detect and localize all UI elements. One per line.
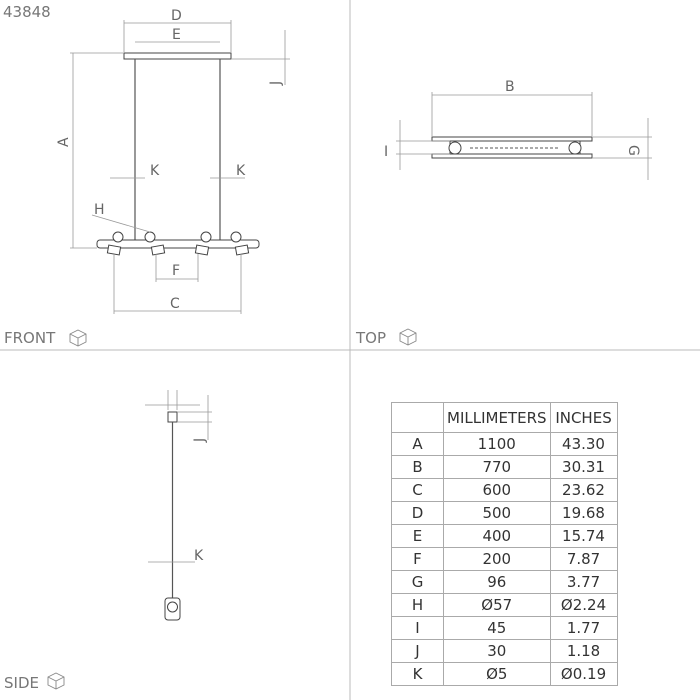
dim-label-I: I [384, 144, 388, 160]
dim-label-K-right: K [236, 163, 246, 179]
dim-label-K-left: K [150, 163, 160, 179]
row-key: K [391, 662, 444, 686]
side-view: J K [145, 390, 212, 621]
row-mm: 770 [443, 455, 551, 479]
top-view: B I G [384, 79, 652, 180]
row-mm: Ø57 [443, 593, 551, 617]
header-millimeters: MILLIMETERS [443, 402, 551, 433]
light-bar [96, 239, 260, 249]
dim-label-B: B [505, 79, 515, 95]
row-in: 1.77 [549, 616, 618, 640]
row-in: 43.30 [549, 432, 618, 456]
row-mm: 45 [443, 616, 551, 640]
row-in: Ø2.24 [549, 593, 618, 617]
row-key: C [391, 478, 444, 502]
view-label-front: FRONT [4, 329, 56, 347]
row-key: F [391, 547, 444, 571]
row-key: G [391, 570, 444, 594]
dim-label-K-side: K [194, 548, 204, 564]
row-in: 1.18 [549, 639, 618, 663]
spotlights [106, 231, 250, 256]
dim-label-H: H [94, 202, 105, 218]
dim-label-J: J [268, 81, 284, 86]
row-in: 23.62 [549, 478, 618, 502]
canopy [123, 52, 232, 60]
row-key: H [391, 593, 444, 617]
row-in: 30.31 [549, 455, 618, 479]
dim-label-J-side: J [192, 438, 208, 443]
dim-label-A: A [56, 137, 72, 147]
row-key: D [391, 501, 444, 525]
row-mm: 30 [443, 639, 551, 663]
row-in: 15.74 [549, 524, 618, 548]
dim-label-F: F [172, 263, 180, 279]
row-key: B [391, 455, 444, 479]
row-mm: 400 [443, 524, 551, 548]
row-key: J [391, 639, 444, 663]
view-label-side: SIDE [4, 674, 39, 692]
cube-icon [47, 672, 65, 690]
row-mm: 500 [443, 501, 551, 525]
row-mm: Ø5 [443, 662, 551, 686]
row-mm: 200 [443, 547, 551, 571]
row-in: 19.68 [549, 501, 618, 525]
dim-label-D: D [171, 8, 182, 24]
product-code: 43848 [3, 3, 51, 21]
dim-label-C: C [170, 296, 180, 312]
cube-icon [399, 328, 417, 346]
header-key [391, 402, 444, 433]
row-mm: 96 [443, 570, 551, 594]
cube-icon [69, 329, 87, 347]
row-in: 7.87 [549, 547, 618, 571]
row-in: 3.77 [549, 570, 618, 594]
view-label-top: TOP [355, 329, 386, 347]
front-view: D E A J K K H F C [56, 8, 290, 314]
row-in: Ø0.19 [549, 662, 618, 686]
row-mm: 600 [443, 478, 551, 502]
dim-label-E: E [172, 27, 181, 43]
row-key: E [391, 524, 444, 548]
header-inches: INCHES [549, 402, 618, 433]
row-key: A [391, 432, 444, 456]
table-header-row: MILLIMETERS INCHES [391, 402, 618, 433]
row-key: I [391, 616, 444, 640]
row-mm: 1100 [443, 432, 551, 456]
dim-label-G: G [625, 145, 641, 156]
